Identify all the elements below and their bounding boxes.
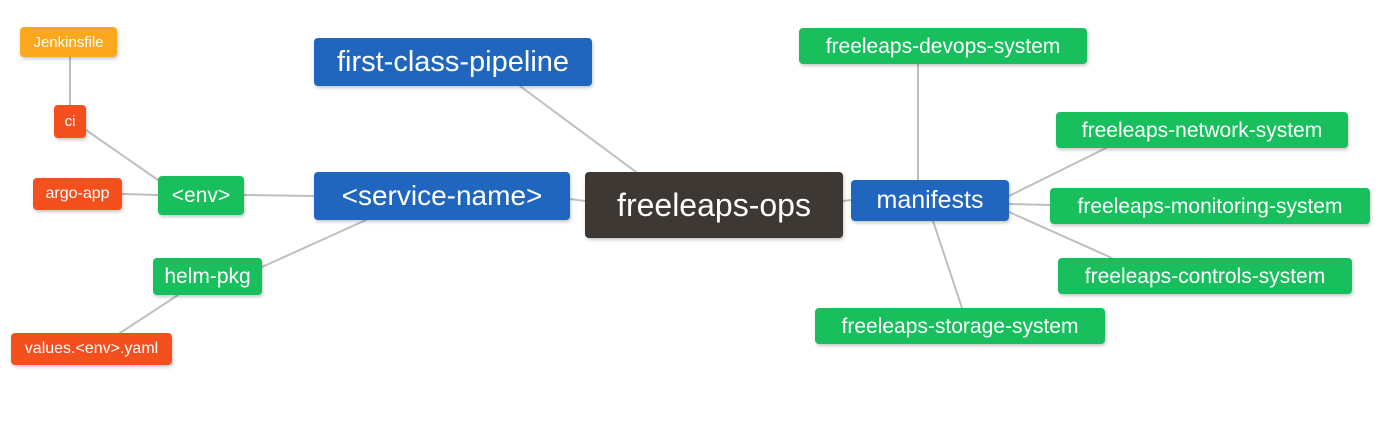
mindmap-edge-values-yaml-to-helm-pkg bbox=[119, 294, 179, 334]
mindmap-node-freeleaps-storage-system[interactable]: freeleaps-storage-system bbox=[815, 308, 1105, 344]
mindmap-node-label-jenkinsfile: Jenkinsfile bbox=[33, 33, 104, 51]
mindmap-node-ci[interactable]: ci bbox=[54, 105, 86, 138]
mindmap-node-label-argo-app: argo-app bbox=[45, 185, 110, 202]
mindmap-edge-ci-to-env bbox=[85, 129, 159, 181]
mindmap-node-label-freeleaps-controls-system: freeleaps-controls-system bbox=[1084, 264, 1326, 288]
mindmap-node-freeleaps-ops[interactable]: freeleaps-ops bbox=[585, 172, 843, 238]
mindmap-edge-service-name-to-freeleaps-ops bbox=[569, 198, 586, 202]
mindmap-node-label-first-class-pipeline: first-class-pipeline bbox=[336, 45, 570, 78]
mindmap-node-label-values-yaml: values.<env>.yaml bbox=[24, 340, 159, 357]
mindmap-node-label-freeleaps-storage-system: freeleaps-storage-system bbox=[841, 314, 1079, 338]
mindmap-node-label-freeleaps-ops: freeleaps-ops bbox=[617, 187, 811, 223]
mindmap-edge-env-to-service-name bbox=[243, 194, 315, 197]
mindmap-node-helm-pkg[interactable]: helm-pkg bbox=[153, 258, 262, 295]
mindmap-node-label-manifests: manifests bbox=[876, 186, 984, 214]
mindmap-node-service-name[interactable]: <service-name> bbox=[314, 172, 570, 220]
mindmap-node-argo-app[interactable]: argo-app bbox=[33, 178, 122, 210]
mindmap-edge-manifests-to-freeleaps-monitoring-system bbox=[1008, 203, 1051, 206]
mindmap-node-freeleaps-devops-system[interactable]: freeleaps-devops-system bbox=[799, 28, 1087, 64]
mindmap-node-label-service-name: <service-name> bbox=[341, 180, 543, 211]
mindmap-edge-argo-app-to-env bbox=[121, 193, 159, 196]
mindmap-edge-freeleaps-ops-to-manifests bbox=[842, 199, 852, 202]
mindmap-node-label-env: <env> bbox=[171, 184, 231, 207]
mindmap-edge-helm-pkg-to-service-name bbox=[261, 219, 367, 268]
mindmap-edge-first-class-pipeline-to-freeleaps-ops bbox=[519, 85, 637, 173]
mindmap-node-freeleaps-controls-system[interactable]: freeleaps-controls-system bbox=[1058, 258, 1352, 294]
mindmap-node-label-freeleaps-network-system: freeleaps-network-system bbox=[1081, 118, 1323, 142]
mindmap-node-label-ci: ci bbox=[64, 113, 76, 130]
mindmap-node-first-class-pipeline[interactable]: first-class-pipeline bbox=[314, 38, 592, 86]
mindmap-node-values-yaml[interactable]: values.<env>.yaml bbox=[11, 333, 172, 365]
mindmap-node-manifests[interactable]: manifests bbox=[851, 180, 1009, 221]
mindmap-edge-manifests-to-freeleaps-storage-system bbox=[932, 220, 963, 309]
mindmap-node-jenkinsfile[interactable]: Jenkinsfile bbox=[20, 27, 117, 57]
mindmap-node-freeleaps-monitoring-system[interactable]: freeleaps-monitoring-system bbox=[1050, 188, 1370, 224]
mindmap-node-label-freeleaps-monitoring-system: freeleaps-monitoring-system bbox=[1077, 194, 1343, 218]
mindmap-node-label-freeleaps-devops-system: freeleaps-devops-system bbox=[825, 34, 1061, 58]
mindmap-node-freeleaps-network-system[interactable]: freeleaps-network-system bbox=[1056, 112, 1348, 148]
mindmap-node-label-helm-pkg: helm-pkg bbox=[164, 265, 251, 288]
mindmap-node-env[interactable]: <env> bbox=[158, 176, 244, 215]
